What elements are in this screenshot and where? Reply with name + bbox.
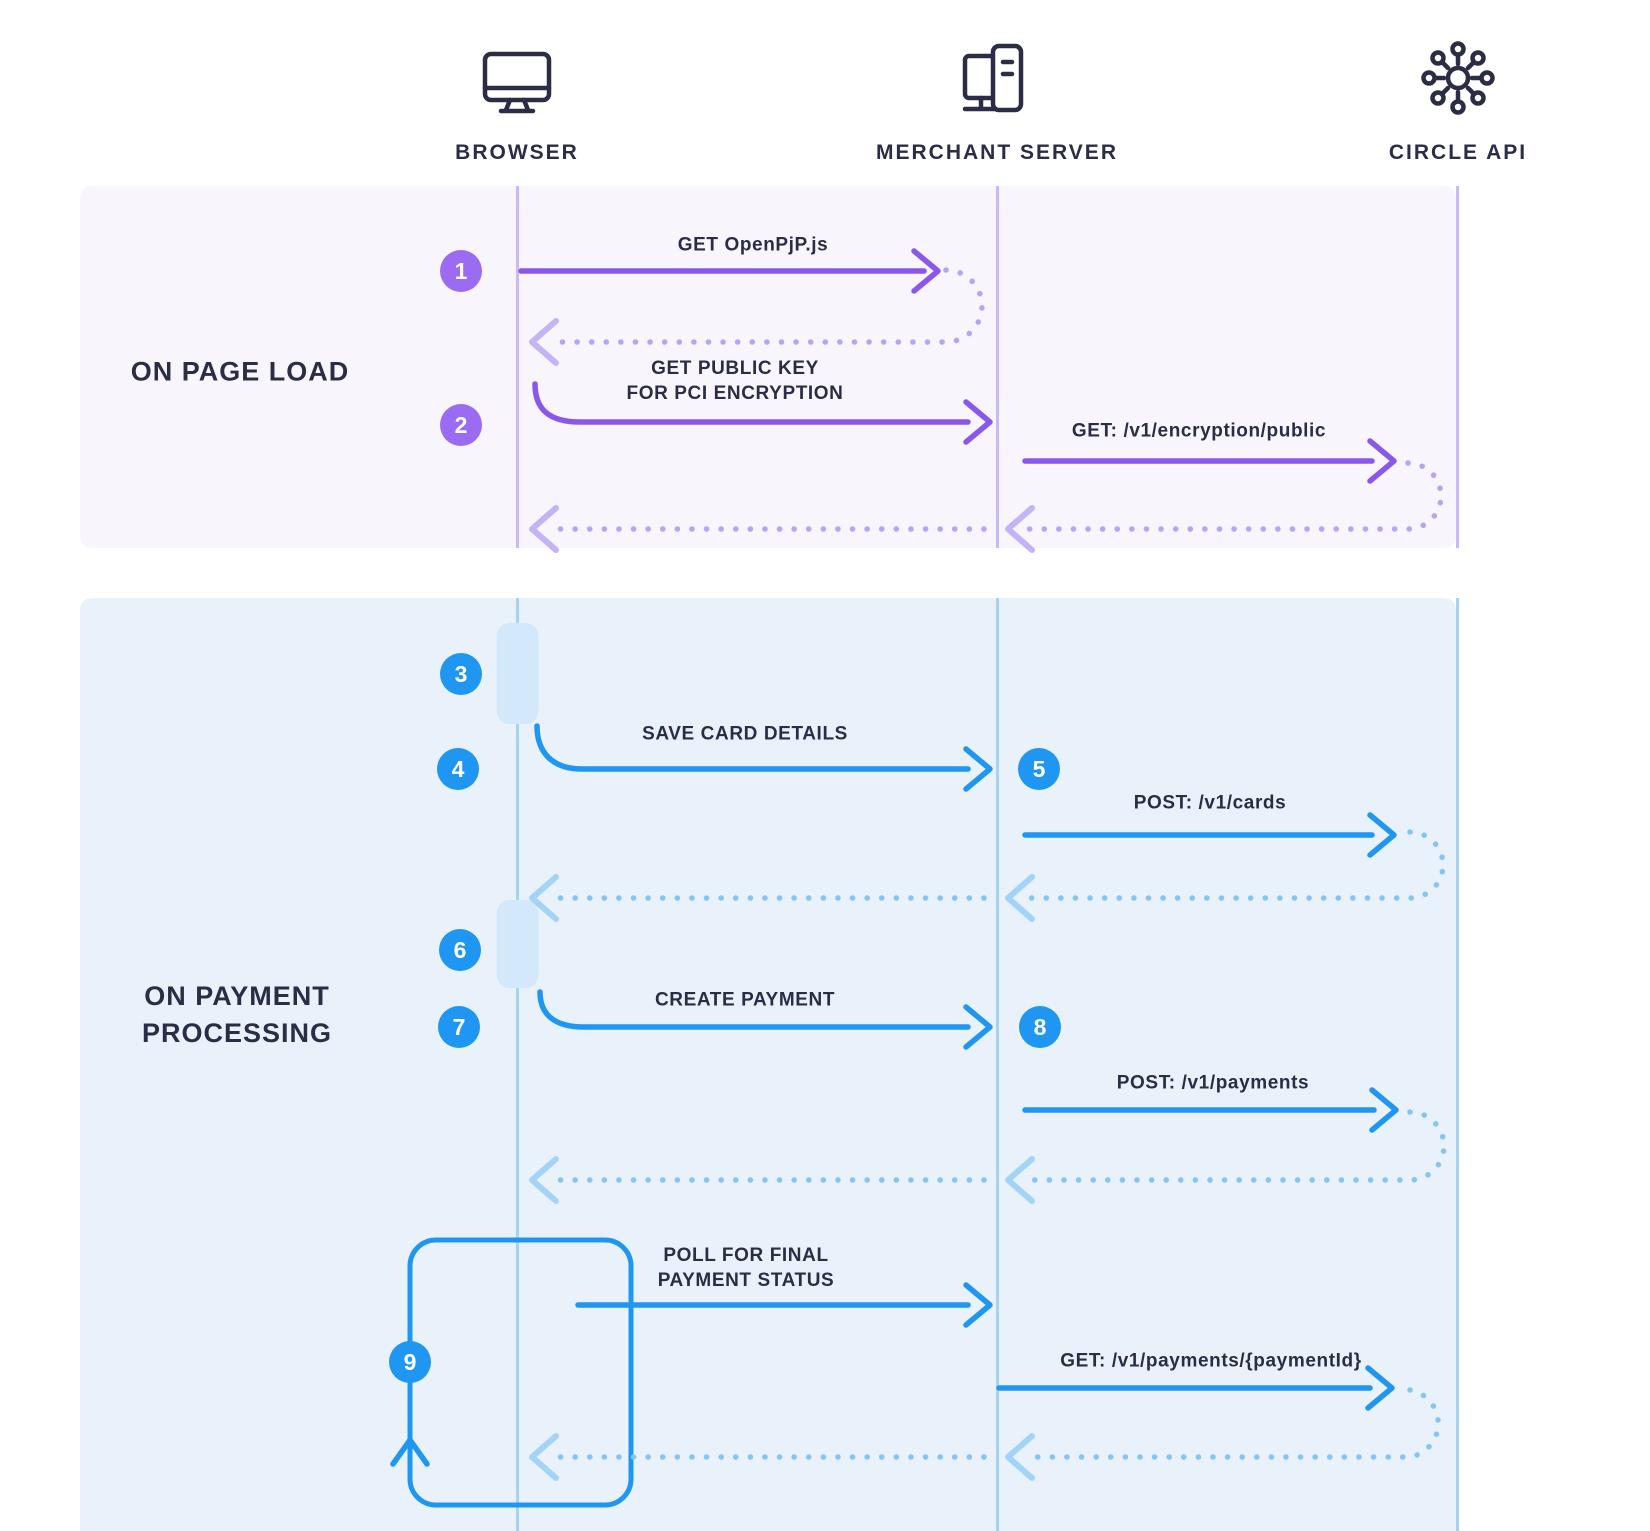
section-label-payment-line1: ON PAYMENT — [144, 981, 330, 1011]
return-poll-status — [529, 1433, 987, 1481]
label-save-card-details: SAVE CARD DETAILS — [642, 723, 848, 745]
arrow-post-payments — [1022, 1087, 1399, 1133]
return-get-openpjp — [529, 267, 985, 366]
step-badge-8: 8 — [1019, 1006, 1061, 1048]
return-get-payment-by-id — [1005, 1387, 1441, 1481]
lifelines-payment — [516, 598, 1459, 1531]
step-badge-1: 1 — [440, 250, 482, 292]
loop-repeat-arrow — [390, 1437, 430, 1467]
label-create-payment: CREATE PAYMENT — [654, 989, 836, 1011]
return-post-payments — [1005, 1109, 1447, 1204]
payment-processing-panel — [80, 598, 1456, 1531]
arrow-post-cards — [1022, 812, 1397, 858]
label-post-payments: POST: /v1/payments — [1116, 1072, 1310, 1094]
step-badge-9: 9 — [389, 1341, 431, 1383]
lifelines-page-load — [516, 186, 1459, 548]
activation-bar-encrypt-2 — [496, 900, 539, 988]
section-label-payment-line2: PROCESSING — [141, 1018, 333, 1048]
return-public-key — [529, 505, 987, 553]
step-badge-4: 4 — [437, 748, 479, 790]
network-hub-icon — [1421, 41, 1495, 115]
monitor-icon — [482, 51, 552, 114]
page-load-panel — [80, 186, 1456, 548]
label-get-public-key-line1: GET PUBLIC KEY — [651, 358, 819, 379]
poll-loop-box — [407, 1237, 634, 1508]
return-save-card — [529, 874, 987, 922]
label-poll-line1: POLL FOR FINAL — [663, 1245, 829, 1266]
arrow-get-public-key — [532, 381, 993, 445]
section-label-payment-processing: ON PAYMENT PROCESSING — [142, 978, 332, 1052]
label-poll-line2: PAYMENT STATUS — [657, 1270, 835, 1291]
step-badge-6: 6 — [439, 929, 481, 971]
arrow-poll-status — [575, 1282, 993, 1328]
arrow-create-payment — [537, 989, 993, 1050]
arrow-get-openpjp — [518, 248, 941, 294]
label-get-public-key: GET PUBLIC KEY FOR PCI ENCRYPTION — [627, 356, 844, 406]
arrow-get-encryption-public — [1022, 438, 1397, 484]
server-icon — [962, 43, 1024, 113]
section-label-page-load: ON PAGE LOAD — [130, 356, 350, 387]
step-badge-2: 2 — [440, 404, 482, 446]
actor-label-browser: BROWSER — [455, 141, 579, 164]
return-encryption-public — [1005, 460, 1444, 553]
label-get-public-key-line2: FOR PCI ENCRYPTION — [626, 383, 844, 404]
label-get-encryption-public: GET: /v1/encryption/public — [1071, 420, 1327, 442]
arrow-save-card-details — [534, 723, 993, 792]
return-create-payment — [529, 1156, 987, 1204]
label-get-payment-by-id: GET: /v1/payments/{paymentId} — [1060, 1350, 1362, 1372]
label-post-cards: POST: /v1/cards — [1133, 792, 1287, 814]
return-post-cards — [1005, 829, 1446, 922]
arrow-get-payment-by-id — [996, 1365, 1395, 1411]
label-poll-payment-status: POLL FOR FINAL PAYMENT STATUS — [658, 1243, 835, 1293]
step-badge-7: 7 — [438, 1006, 480, 1048]
actor-label-circle-api: CIRCLE API — [1388, 141, 1528, 164]
step-badge-3: 3 — [440, 653, 482, 695]
activation-bar-encrypt — [496, 623, 539, 724]
actor-label-merchant-server: MERCHANT SERVER — [876, 141, 1118, 164]
step-badge-5: 5 — [1018, 748, 1060, 790]
label-get-openpjp: GET OpenPjP.js — [677, 234, 829, 256]
